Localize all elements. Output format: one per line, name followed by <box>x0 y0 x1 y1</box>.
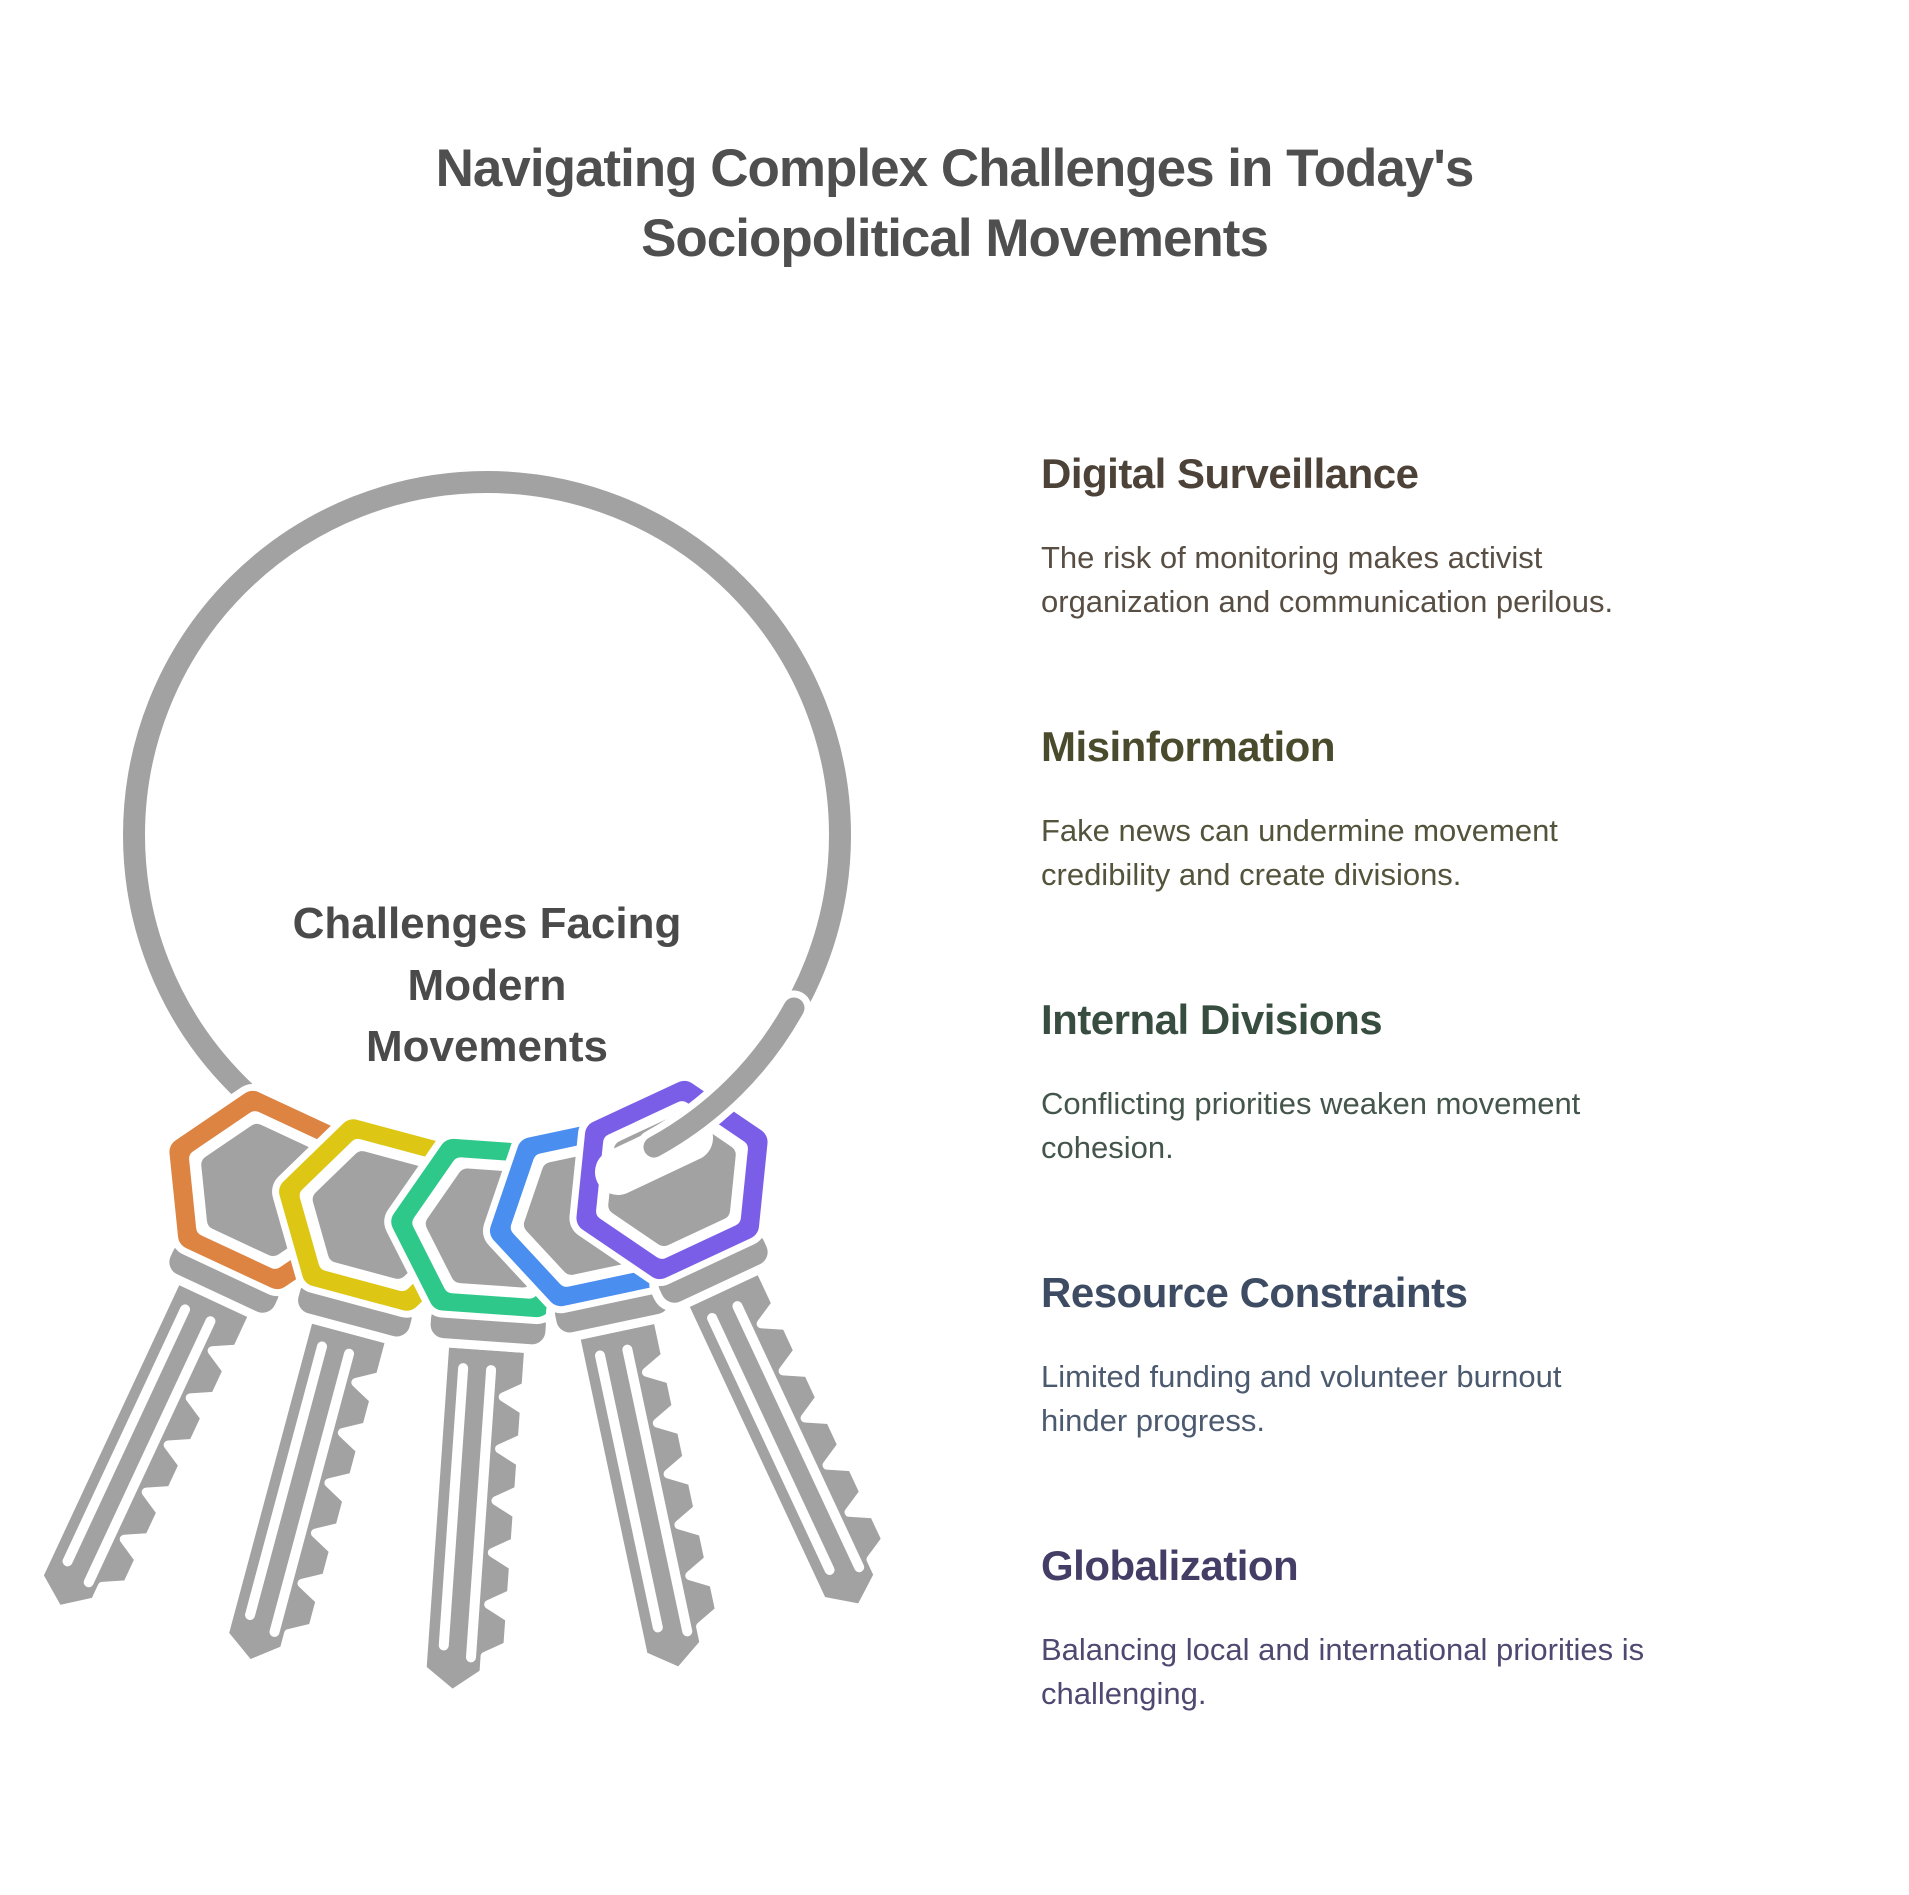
section-internal-divisions: Internal Divisions Conflicting prioritie… <box>1041 996 1841 1170</box>
key-icon-purple <box>569 1073 891 1613</box>
key-icon-green <box>384 1131 606 1699</box>
section-heading: Globalization <box>1041 1542 1299 1589</box>
section-body: Limited funding and volunteer burnout hi… <box>1041 1359 1562 1439</box>
key-icon-blue <box>482 1110 725 1677</box>
section-digital-surveillance: Digital Surveillance The risk of monitor… <box>1041 450 1841 624</box>
section-globalization: Globalization Balancing local and intern… <box>1041 1542 1841 1716</box>
key-icon-orange <box>34 1083 368 1615</box>
key-hole <box>595 1115 713 1195</box>
keyring-center-label: Challenges Facing Modern Movements <box>292 899 682 1072</box>
section-heading: Resource Constraints <box>1041 1269 1468 1316</box>
section-heading: Digital Surveillance <box>1041 450 1419 497</box>
page-title: Navigating Complex Challenges in Today's… <box>435 139 1475 268</box>
section-body: Conflicting priorities weaken movement c… <box>1041 1086 1581 1166</box>
section-body: Balancing local and international priori… <box>1041 1632 1645 1712</box>
section-body: Fake news can undermine movement credibi… <box>1041 813 1558 893</box>
key-icon-yellow <box>219 1112 488 1669</box>
section-heading: Internal Divisions <box>1041 996 1383 1043</box>
section-heading: Misinformation <box>1041 723 1336 770</box>
section-body: The risk of monitoring makes activist or… <box>1041 540 1614 620</box>
section-resource-constraints: Resource Constraints Limited funding and… <box>1041 1269 1841 1443</box>
section-misinformation: Misinformation Fake news can undermine m… <box>1041 723 1841 897</box>
ring-outline <box>123 471 851 1199</box>
